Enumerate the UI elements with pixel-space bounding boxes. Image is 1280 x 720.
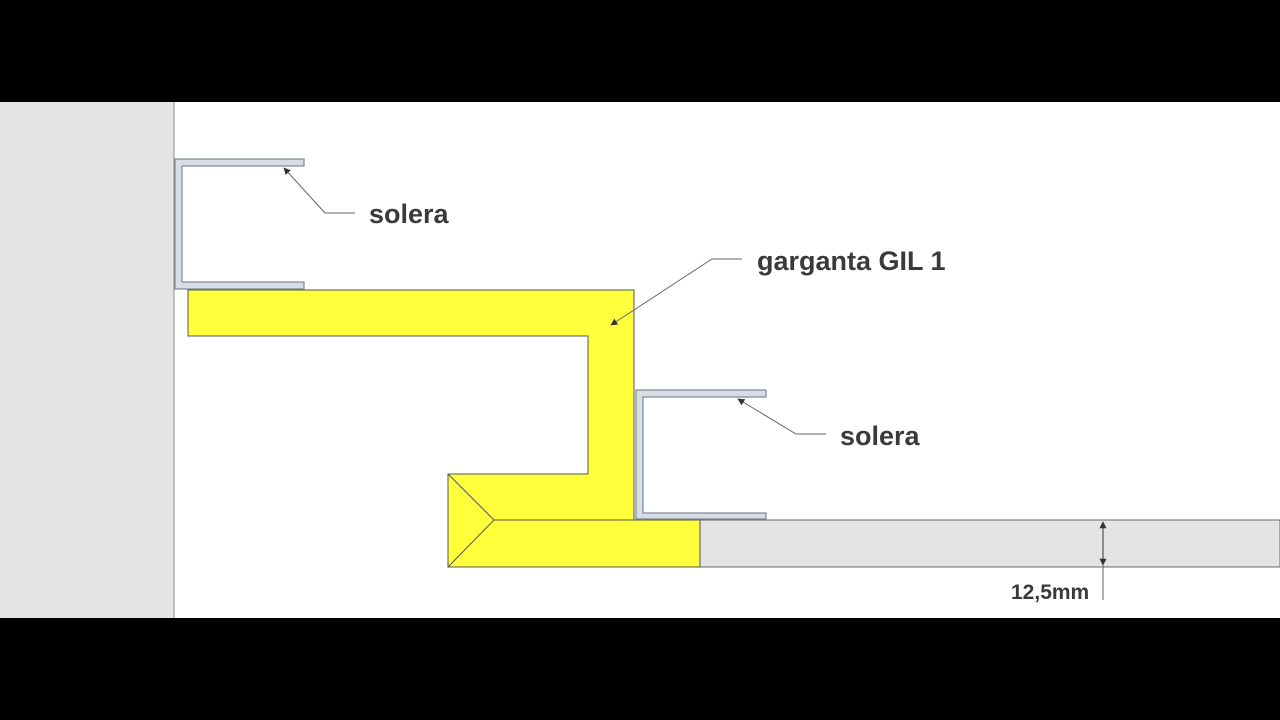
solera-top-channel — [174, 158, 305, 290]
letterbox-top — [0, 0, 1280, 102]
label-garganta: garganta GIL 1 — [757, 246, 946, 276]
leader-garganta — [610, 258, 742, 326]
garganta-corner-bevel — [447, 473, 634, 568]
label-solera-top: solera — [369, 199, 450, 229]
leader-solera-top — [283, 167, 355, 214]
leader-solera-bottom — [737, 398, 826, 435]
label-solera-bottom: solera — [840, 421, 921, 451]
solera-bottom-channel — [635, 389, 767, 520]
label-thickness: 12,5mm — [1011, 581, 1089, 604]
gypsum-board — [699, 519, 1280, 568]
wall — [0, 102, 174, 618]
letterbox-bottom — [0, 618, 1280, 720]
